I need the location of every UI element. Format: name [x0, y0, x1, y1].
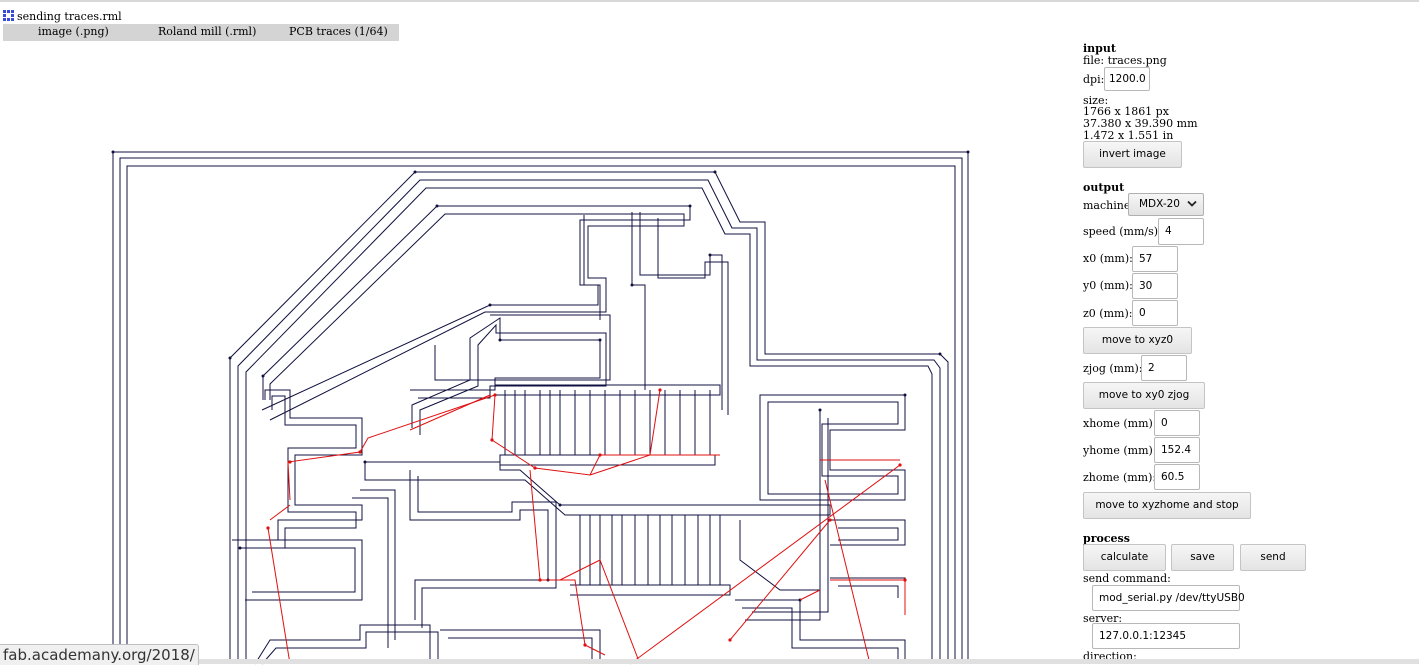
dpi-input[interactable]: 1200.0	[1104, 67, 1150, 91]
status-bar-url: fab.academany.org/2018/	[0, 644, 199, 665]
zhome-label: zhome (mm):	[1083, 471, 1157, 484]
machine-label: machine	[1083, 199, 1131, 212]
tab-pcb-traces[interactable]: PCB traces (1/64)	[289, 25, 388, 38]
jog-moves	[267, 389, 906, 665]
server-input[interactable]: 127.0.0.1:12345	[1092, 623, 1240, 649]
title-bar: sending traces.rml	[3, 8, 122, 24]
bottom-border	[0, 659, 1419, 664]
toolpath-preview	[111, 150, 970, 665]
size-label: size:	[1083, 94, 1109, 107]
tab-roland-mill-rml[interactable]: Roland mill (.rml)	[158, 25, 257, 38]
process-heading: process	[1083, 532, 1130, 545]
yhome-input[interactable]: 152.4	[1154, 437, 1200, 463]
xhome-label: xhome (mm):	[1083, 417, 1157, 430]
grid-app-icon	[3, 10, 15, 22]
toolpath-traces	[112, 151, 969, 665]
move-to-xyz0-button[interactable]: move to xyz0	[1083, 327, 1192, 354]
speed-label: speed (mm/s):	[1083, 225, 1162, 238]
server-label: server:	[1083, 612, 1123, 625]
dpi-label: dpi:	[1083, 73, 1105, 86]
size-mm: 37.380 x 39.390 mm	[1083, 117, 1198, 130]
y0-input[interactable]: 30	[1132, 273, 1178, 299]
calculate-button[interactable]: calculate	[1083, 544, 1166, 571]
z0-label: z0 (mm):	[1083, 307, 1133, 320]
input-heading: input	[1083, 42, 1116, 55]
jog-points	[266, 388, 907, 647]
send-command-input[interactable]: mod_serial.py /dev/ttyUSB0	[1092, 585, 1245, 611]
chevron-down-icon	[1187, 200, 1197, 207]
window-title: sending traces.rml	[17, 9, 122, 23]
output-heading: output	[1083, 181, 1125, 194]
module-tab-bar: image (.png) Roland mill (.rml) PCB trac…	[3, 24, 399, 41]
x0-label: x0 (mm):	[1083, 252, 1133, 265]
tab-image-png[interactable]: image (.png)	[38, 25, 109, 38]
yhome-label: yhome (mm):	[1083, 444, 1157, 457]
zjog-input[interactable]: 2	[1141, 355, 1187, 381]
zhome-input[interactable]: 60.5	[1154, 464, 1200, 490]
send-button[interactable]: send	[1240, 544, 1306, 571]
zjog-label: zjog (mm):	[1083, 362, 1143, 375]
move-to-xyzhome-button[interactable]: move to xyzhome and stop	[1083, 492, 1251, 519]
invert-image-button[interactable]: invert image	[1083, 141, 1182, 168]
size-px: 1766 x 1861 px	[1083, 105, 1169, 118]
speed-input[interactable]: 4	[1158, 218, 1204, 245]
size-in: 1.472 x 1.551 in	[1083, 129, 1174, 142]
machine-selected-value: MDX-20	[1139, 198, 1180, 210]
save-button[interactable]: save	[1171, 544, 1234, 571]
toolpath-vertices	[111, 150, 970, 602]
window-top-border	[0, 0, 1419, 2]
x0-input[interactable]: 57	[1132, 246, 1178, 272]
move-to-xy0-zjog-button[interactable]: move to xy0 zjog	[1083, 382, 1205, 409]
z0-input[interactable]: 0	[1132, 300, 1178, 326]
xhome-input[interactable]: 0	[1154, 410, 1200, 436]
machine-select[interactable]: MDX-20	[1128, 193, 1204, 216]
file-name: file: traces.png	[1083, 54, 1167, 67]
send-command-label: send command:	[1083, 572, 1171, 585]
y0-label: y0 (mm):	[1083, 279, 1133, 292]
